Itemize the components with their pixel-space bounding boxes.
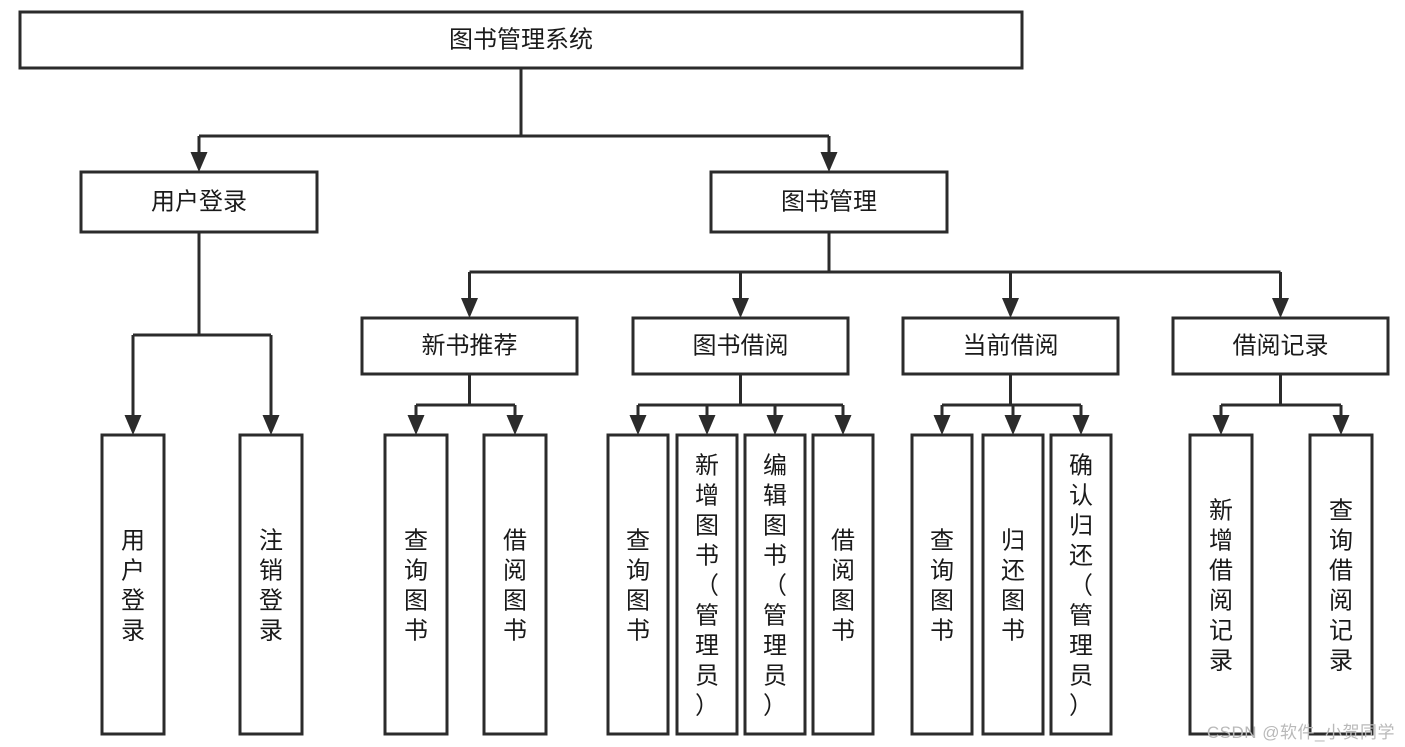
- node-box: [18, 10, 1024, 70]
- node-label: 确认归还（管理员）: [1069, 453, 1093, 720]
- node-label: 借阅记录: [1233, 332, 1329, 359]
- node-box: [743, 433, 807, 736]
- node-leaf-add-record[interactable]: 新增借阅记录: [1188, 433, 1254, 736]
- node-label: 当前借阅: [963, 332, 1059, 359]
- node-box: [1188, 433, 1254, 736]
- node-label: 借阅图书: [831, 528, 855, 645]
- node-box: [675, 433, 739, 736]
- node-label: 注销登录: [259, 528, 283, 645]
- node-leaf-query-book-3[interactable]: 查询图书: [910, 433, 974, 736]
- node-label: 用户登录: [151, 188, 247, 215]
- node-box: [709, 170, 949, 234]
- node-box: [100, 433, 166, 736]
- node-box: [606, 433, 670, 736]
- node-leaf-query-record[interactable]: 查询借阅记录: [1308, 433, 1374, 736]
- node-box: [910, 433, 974, 736]
- node-label: 编辑图书（管理员）: [763, 453, 787, 720]
- node-leaf-add-book[interactable]: 新增图书（管理员）: [675, 433, 739, 736]
- edge-group-new_book_rec: [407, 374, 524, 435]
- node-leaf-edit-book[interactable]: 编辑图书（管理员）: [743, 433, 807, 736]
- node-book-manage[interactable]: 图书管理: [709, 170, 949, 234]
- arrow-head-icon: [698, 415, 716, 435]
- arrow-head-icon: [732, 298, 749, 318]
- arrow-head-icon: [820, 152, 838, 172]
- node-leaf-query-book-1[interactable]: 查询图书: [383, 433, 449, 736]
- node-label: 图书管理: [781, 188, 877, 215]
- arrow-head-icon: [461, 298, 478, 318]
- node-box: [383, 433, 449, 736]
- arrow-head-icon: [124, 415, 142, 435]
- node-label: 图书借阅: [693, 332, 789, 359]
- node-label: 借阅图书: [503, 528, 527, 645]
- arrow-head-icon: [262, 415, 280, 435]
- arrow-head-icon: [1002, 298, 1019, 318]
- arrow-head-icon: [629, 415, 647, 435]
- arrow-head-icon: [766, 415, 784, 435]
- node-label: 归还图书: [1001, 528, 1025, 645]
- node-label: 新书推荐: [422, 332, 518, 359]
- edge-group-root: [190, 68, 838, 172]
- edge-group-current_borrow: [933, 374, 1090, 435]
- node-book-borrow[interactable]: 图书借阅: [631, 316, 850, 376]
- node-box: [631, 316, 850, 376]
- edge-group-borrow_record: [1212, 374, 1350, 435]
- node-label: 查询借阅记录: [1329, 498, 1353, 675]
- node-user-login[interactable]: 用户登录: [79, 170, 319, 234]
- node-leaf-borrow-book-1[interactable]: 借阅图书: [482, 433, 548, 736]
- arrow-head-icon: [834, 415, 852, 435]
- node-label: 图书管理系统: [449, 26, 593, 53]
- node-box: [482, 433, 548, 736]
- node-label: 查询图书: [626, 528, 650, 645]
- node-root[interactable]: 图书管理系统: [18, 10, 1024, 70]
- node-box: [1049, 433, 1113, 736]
- node-box: [981, 433, 1045, 736]
- arrow-head-icon: [933, 415, 951, 435]
- node-leaf-logout[interactable]: 注销登录: [238, 433, 304, 736]
- node-leaf-query-book-2[interactable]: 查询图书: [606, 433, 670, 736]
- node-box: [79, 170, 319, 234]
- edge-group-book_borrow: [629, 374, 852, 435]
- node-label: 新增借阅记录: [1209, 498, 1233, 675]
- node-label: 用户登录: [121, 528, 145, 645]
- arrow-head-icon: [1332, 415, 1350, 435]
- node-current-borrow[interactable]: 当前借阅: [901, 316, 1120, 376]
- node-leaf-user-login[interactable]: 用户登录: [100, 433, 166, 736]
- node-label: 新增图书（管理员）: [695, 453, 719, 720]
- arrow-head-icon: [407, 415, 425, 435]
- node-label: 查询图书: [930, 528, 954, 645]
- node-box: [811, 433, 875, 736]
- arrow-head-icon: [1004, 415, 1022, 435]
- arrow-head-icon: [1212, 415, 1230, 435]
- node-new-book-rec[interactable]: 新书推荐: [360, 316, 579, 376]
- node-box: [238, 433, 304, 736]
- node-box: [360, 316, 579, 376]
- node-borrow-record[interactable]: 借阅记录: [1171, 316, 1390, 376]
- node-layer: 图书管理系统用户登录图书管理新书推荐图书借阅当前借阅借阅记录用户登录注销登录查询…: [18, 10, 1390, 736]
- node-box: [1171, 316, 1390, 376]
- edge-group-user_login: [124, 232, 280, 435]
- arrow-head-icon: [506, 415, 524, 435]
- node-box: [901, 316, 1120, 376]
- node-label: 查询图书: [404, 528, 428, 645]
- node-leaf-confirm-return[interactable]: 确认归还（管理员）: [1049, 433, 1113, 736]
- node-leaf-return-book[interactable]: 归还图书: [981, 433, 1045, 736]
- node-leaf-borrow-book-2[interactable]: 借阅图书: [811, 433, 875, 736]
- connector-layer: [124, 68, 1350, 435]
- arrow-head-icon: [1272, 298, 1289, 318]
- arrow-head-icon: [190, 152, 208, 172]
- arrow-head-icon: [1072, 415, 1090, 435]
- node-box: [1308, 433, 1374, 736]
- edge-group-book_manage: [461, 232, 1289, 318]
